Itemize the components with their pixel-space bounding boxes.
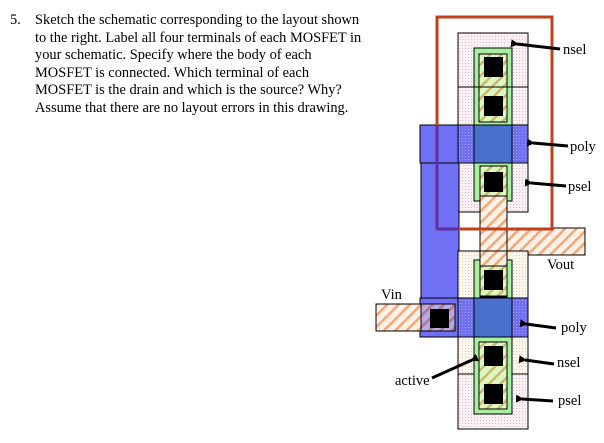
label-active: active (395, 373, 430, 389)
contact-bottom-3 (484, 384, 503, 404)
gate-over-active-top (473, 124, 513, 164)
label-nsel-bottom: nsel (557, 355, 580, 371)
arrow-psel-top (524, 178, 567, 188)
question-number: 5. (10, 12, 21, 28)
nwell-outline (435, 15, 554, 231)
contact-top-3 (484, 172, 503, 192)
label-poly-top: poly (570, 139, 597, 155)
label-psel-top: psel (568, 179, 591, 195)
label-nsel-top: nsel (563, 42, 586, 58)
gate-over-active-bottom (473, 297, 513, 338)
label-psel-bottom: psel (558, 393, 581, 409)
question-body: Sketch the schematic corresponding to th… (35, 12, 362, 116)
contact-bottom-1 (484, 270, 503, 290)
metal-vout-horizontal (506, 227, 586, 256)
contact-vin (430, 309, 449, 328)
contact-top-1 (484, 57, 503, 77)
label-vin: Vin (381, 287, 403, 303)
label-vout: Vout (547, 257, 574, 273)
poly-vertical-strip (420, 159, 460, 305)
contact-bottom-2 (484, 346, 503, 366)
label-poly-bottom: poly (561, 320, 588, 336)
arrow-poly-top (526, 138, 569, 148)
arrow-nsel-top (510, 39, 561, 51)
arrow-psel-bottom (515, 394, 554, 403)
arrow-poly-bottom (519, 319, 557, 330)
arrow-active (431, 353, 480, 380)
metal-vin (375, 303, 422, 332)
contact-top-2 (484, 96, 503, 116)
arrow-nsel-bottom (518, 355, 555, 366)
